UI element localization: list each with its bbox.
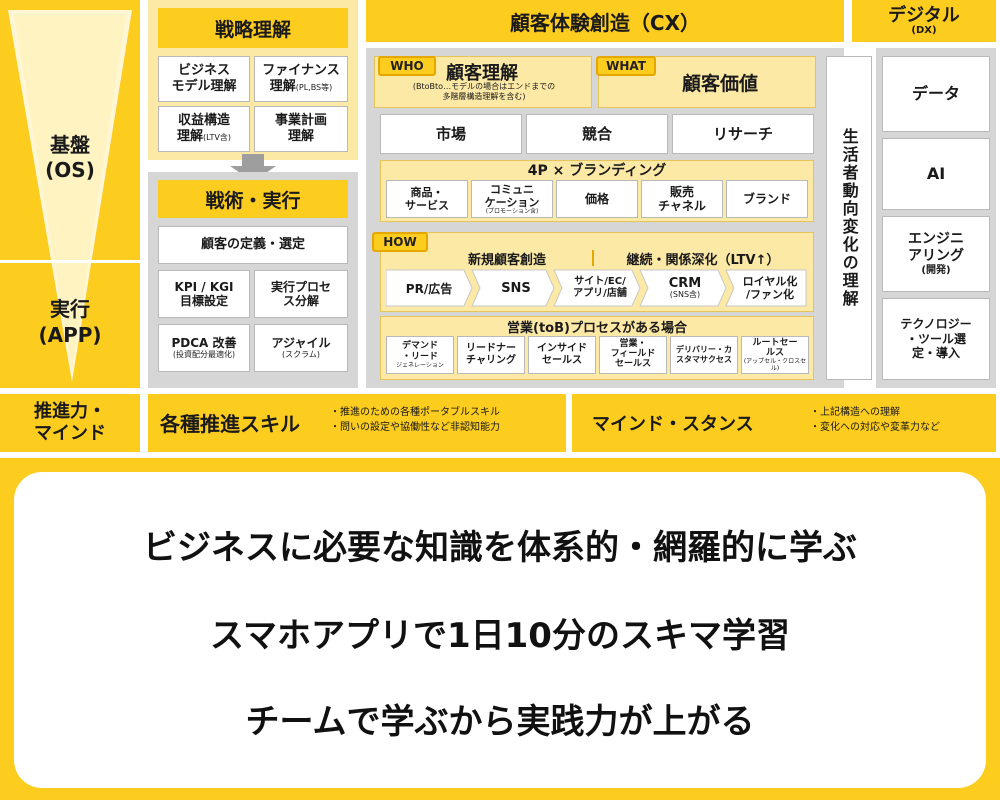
flow-arrows <box>386 269 807 307</box>
how-divider <box>592 250 594 266</box>
tob-item-inside-sales: インサイド セールス <box>528 336 596 374</box>
digital-item-engineering: エンジニ アリング (開発) <box>882 216 990 292</box>
tactics-item-kpi: KPI / KGI 目標設定 <box>158 270 250 318</box>
who-note: (BtoBto…モデルの場合はエンドまでの 多階層構造理解を含む) <box>412 82 556 102</box>
skills-title: 各種推進スキル <box>160 412 300 436</box>
ltv-title: 継続・関係深化（LTV↑） <box>626 252 780 268</box>
new-customer-title: 新規顧客創造 <box>467 252 546 268</box>
research-research: リサーチ <box>672 114 814 154</box>
what-title: 顧客価値 <box>681 72 758 95</box>
lifestyle-trend-box: 生活者動向変化の理解 <box>826 56 872 380</box>
mind-section <box>572 394 996 452</box>
research-market: 市場 <box>380 114 522 154</box>
tactics-item-pdca: PDCA 改善 (投資配分最適化) <box>158 324 250 372</box>
os-label: 基盤 (OS) <box>45 133 95 182</box>
fourp-item-communication: コミュニ ケーション (プロモーション含) <box>471 180 553 218</box>
message-line-2: スマホアプリで1日10分のスキマ学習 <box>210 616 790 656</box>
tob-item-delivery: デリバリー・カ スタマサクセス <box>670 336 738 374</box>
what-tag: WHAT <box>596 56 656 76</box>
app-label: 実行 (APP) <box>38 297 102 347</box>
tactics-item-process: 実行プロセ ス分解 <box>254 270 348 318</box>
mind-title: マインド・スタンス <box>592 414 754 435</box>
who-title: 顧客理解 <box>446 63 518 84</box>
flow-item-pr: PR/広告 <box>405 281 453 296</box>
fourp-item-product: 商品・ サービス <box>386 180 468 218</box>
cx-title: 顧客体験創造（CX） <box>366 0 844 42</box>
tactics-customer-definition: 顧客の定義・選定 <box>158 226 348 264</box>
digital-item-ai: AI <box>882 138 990 210</box>
funnel-graphic <box>8 10 132 382</box>
flow-item-sns: SNS <box>501 280 531 296</box>
strategy-item-business-plan: 事業計画 理解 <box>254 106 348 152</box>
skills-notes: ・推進のための各種ポータブルスキル ・問いの設定や協働性など非認知能力 <box>330 407 500 433</box>
fourp-item-channel: 販売 チャネル <box>641 180 723 218</box>
fourp-item-brand: ブランド <box>726 180 808 218</box>
message-line-3: チームで学ぶから実践力が上がる <box>245 702 755 742</box>
tob-title: 営業(toB)プロセスがある場合 <box>507 320 687 336</box>
fourp-title: 4P × ブランディング <box>527 163 667 179</box>
digital-item-technology: テクノロジー ・ツール選 定・導入 <box>882 298 990 380</box>
how-tag: HOW <box>372 232 428 252</box>
left-divider <box>0 260 140 263</box>
tactics-item-agile: アジャイル (スクラム) <box>254 324 348 372</box>
strategy-item-revenue-structure: 収益構造 理解(LTV含) <box>158 106 250 152</box>
skills-section <box>148 394 566 452</box>
tob-item-route-sales: ルートセー ルス (アップセル・クロスセル) <box>741 336 809 374</box>
fourp-item-price: 価格 <box>556 180 638 218</box>
digital-title: デジタル <box>888 4 960 26</box>
digital-item-data: データ <box>882 56 990 132</box>
flow-item-crm: CRM (SNS含) <box>668 276 702 300</box>
tob-item-demand: デマンド ・リード ジェネレーション <box>386 336 454 374</box>
bottom-message-card <box>14 472 986 788</box>
drive-label: 推進力・ マインド <box>0 394 140 452</box>
mind-notes: ・上記構造への理解 ・変化への対応や変革力など <box>810 407 940 433</box>
tactics-title: 戦術・実行 <box>158 180 348 218</box>
strategy-item-finance: ファイナンス 理解(PL,BS等) <box>254 56 348 102</box>
tob-item-nurturing: リードナー チャリング <box>457 336 525 374</box>
tob-item-field-sales: 営業・ フィールド セールス <box>599 336 667 374</box>
research-competition: 競合 <box>526 114 668 154</box>
flow-item-loyalty: ロイヤル化 /ファン化 <box>742 274 798 301</box>
who-tag: WHO <box>378 56 436 76</box>
digital-title-box: デジタル (DX) <box>852 0 996 42</box>
strategy-item-business-model: ビジネス モデル理解 <box>158 56 250 102</box>
lifestyle-trend-label: 生活者動向変化の理解 <box>839 128 859 308</box>
flow-item-site: サイト/EC/ アプリ/店舗 <box>573 276 627 299</box>
strategy-title: 戦略理解 <box>158 8 348 48</box>
message-line-1: ビジネスに必要な知識を体系的・網羅的に学ぶ <box>143 528 857 568</box>
digital-subtitle: (DX) <box>911 24 937 36</box>
